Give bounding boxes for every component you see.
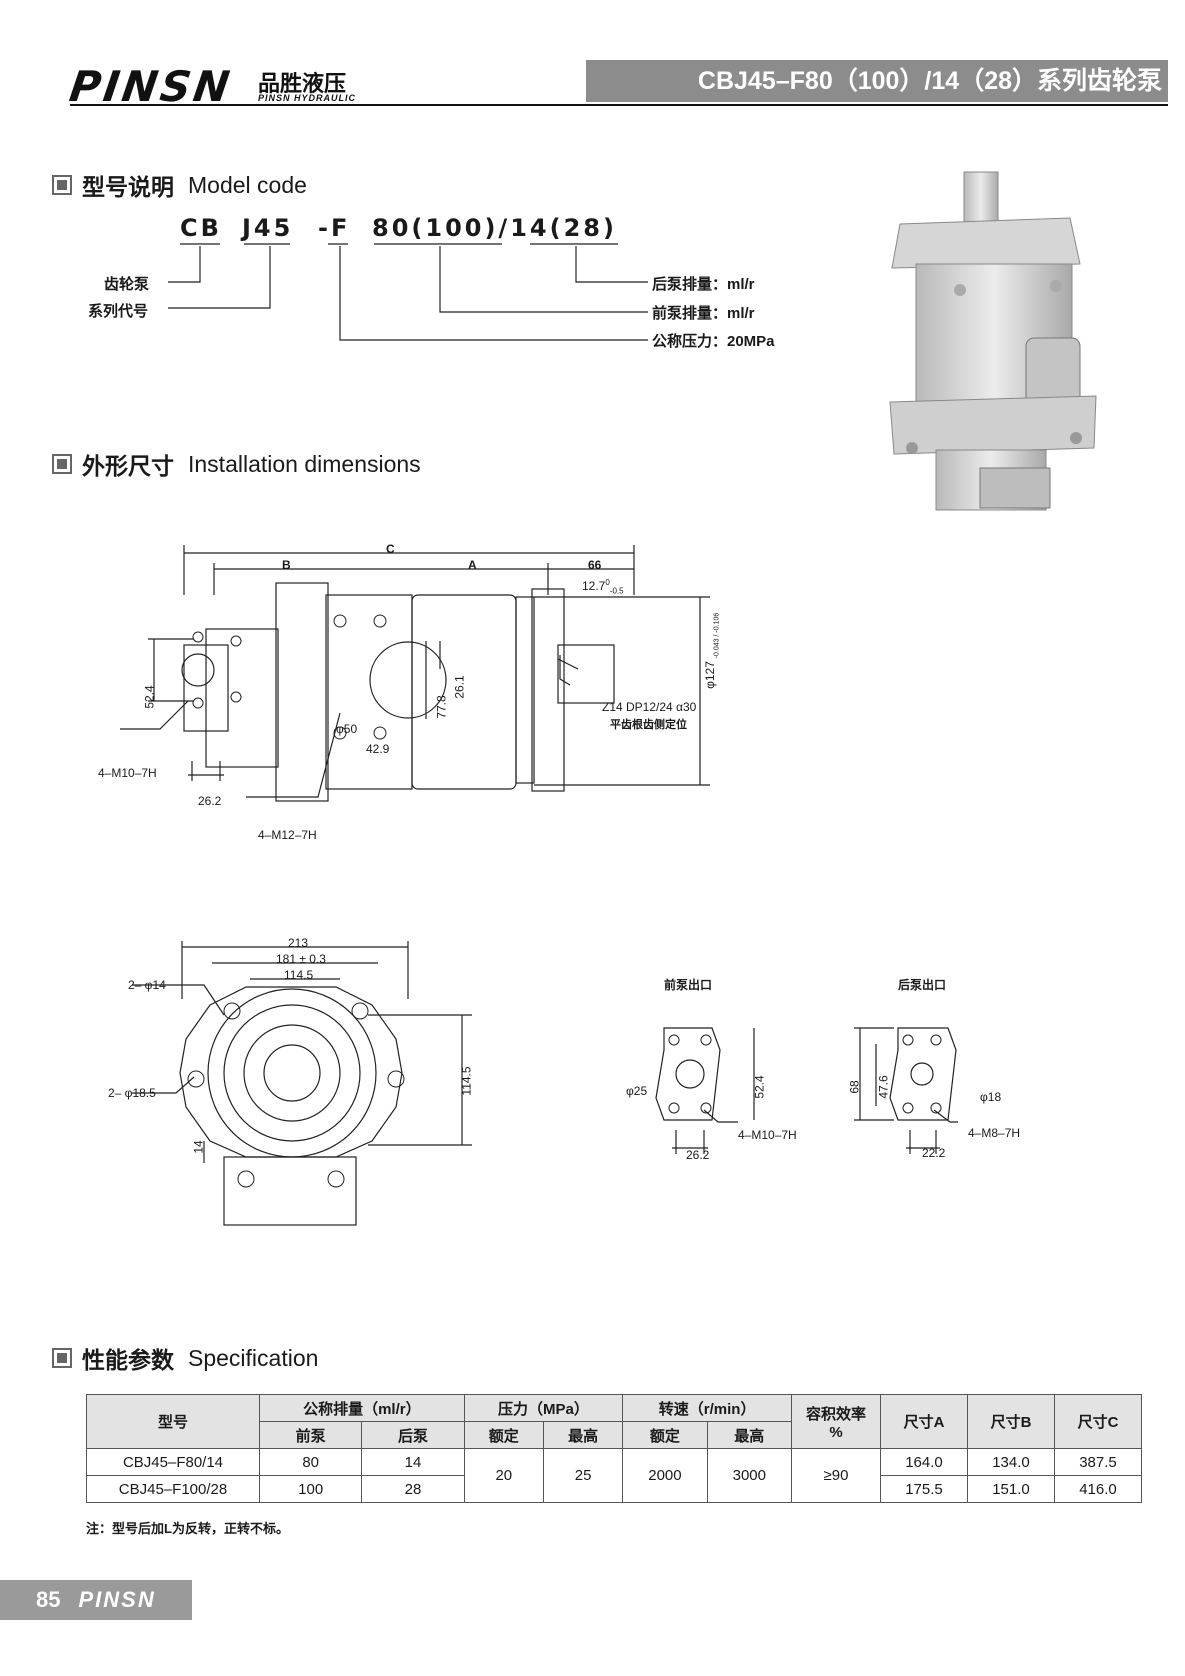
th-pressure: 压力（MPa） [463, 1394, 624, 1422]
code-part-f: -F [318, 214, 351, 242]
code-part-displacement: 80(100)/14(28) [372, 214, 617, 242]
label-2-phi18-5: 2– φ18.5 [108, 1086, 156, 1100]
th-efficiency: 容积效率% [791, 1394, 881, 1449]
efficiency: ≥90 [791, 1448, 881, 1503]
spec-heading: 性能参数 Specification [52, 1341, 318, 1375]
dim-127-tol: -0.043 / -0.106 [713, 612, 721, 659]
th-dim-c: 尺寸C [1054, 1394, 1142, 1449]
front-port-m10: 4–M10–7H [738, 1128, 797, 1142]
front-port-title: 前泵出口 [664, 978, 713, 992]
front-view-drawing [132, 941, 472, 1226]
page-footer: 85 PINSN [0, 1580, 192, 1620]
install-heading: 外形尺寸 Installation dimensions [52, 447, 421, 481]
th-dim-a: 尺寸A [880, 1394, 968, 1449]
label-spline: Z14 DP12/24 α30 [602, 700, 697, 714]
spec-note: 注：型号后加L为反转，正转不标。 [86, 1521, 289, 1536]
th-speed-rated: 额定 [622, 1421, 708, 1449]
dim-114-5-top: 114.5 [284, 968, 314, 982]
th-model: 型号 [86, 1394, 260, 1449]
dim-127: φ127 [702, 661, 717, 689]
dim-114-5-right: 114.5 [459, 1066, 474, 1096]
label-spline-note: 平齿根齿侧定位 [610, 719, 687, 731]
brand-subtitle: PINSN HYDRAULIC [258, 93, 357, 103]
rear-port-title: 后泵出口 [898, 978, 947, 992]
label-rear-displacement: 后泵排量：ml/r [652, 276, 755, 293]
rear-port-m8: 4–M8–7H [968, 1126, 1021, 1140]
code-part-cb: CB [180, 214, 222, 242]
th-rear: 后泵 [361, 1421, 465, 1449]
dim-181: 181 ± 0.3 [276, 952, 326, 966]
model-code-leaders [168, 243, 648, 341]
side-view-drawing [120, 545, 710, 802]
pressure-max: 25 [542, 1448, 624, 1503]
dim-c: C [386, 542, 395, 556]
front-port-d25: φ25 [626, 1084, 648, 1098]
th-speed-max: 最高 [706, 1421, 793, 1449]
pump-photo [889, 171, 1097, 511]
label-m10: 4–M10–7H [98, 766, 157, 780]
section-square-icon [52, 175, 72, 195]
label-front-displacement: 前泵排量：ml/r [652, 305, 755, 322]
dim-b: B [282, 558, 291, 572]
rear-port-d47-6: 47.6 [876, 1075, 891, 1099]
front-port-d52-4: 52.4 [752, 1075, 767, 1099]
rear-port-d18: φ18 [980, 1090, 1002, 1104]
header-rule [70, 104, 1168, 106]
code-part-j45: J45 [242, 214, 294, 242]
speed-rated: 2000 [622, 1448, 708, 1503]
model-code-heading: 型号说明 Model code [52, 168, 307, 202]
page-number: 85 [36, 1587, 61, 1612]
pressure-rated: 20 [463, 1448, 544, 1503]
brand-name-cn: 品胜液压 [258, 71, 347, 96]
dim-50: φ50 [336, 722, 358, 736]
rear-port-d22-2: 22.2 [922, 1146, 946, 1160]
table-row: CBJ45–F80/14 80 14 20 25 2000 3000 ≥90 1… [86, 1448, 1142, 1503]
speed-max: 3000 [706, 1448, 793, 1503]
dim-12-7: 12.70-0.5 [582, 578, 624, 596]
dim-14: 14 [191, 1140, 206, 1154]
section-square-icon [52, 454, 72, 474]
dim-a: A [468, 558, 477, 572]
th-speed: 转速（r/min） [622, 1394, 792, 1422]
label-2-phi14: 2– φ14 [128, 978, 166, 992]
label-pressure: 公称压力：20MPa [652, 333, 775, 350]
footer-brand: PINSN [78, 1587, 156, 1612]
th-press-max: 最高 [542, 1421, 624, 1449]
dim-77-8: 77.8 [434, 695, 449, 719]
table-row: CBJ45–F100/28 100 28 175.5 151.0 416.0 [86, 1475, 1142, 1503]
page-title: CBJ45–F80（100）/14（28）系列齿轮泵 [586, 60, 1168, 102]
section-square-icon [52, 1348, 72, 1368]
th-front: 前泵 [258, 1421, 363, 1449]
dim-66: 66 [588, 558, 602, 572]
dim-26-2: 26.2 [198, 794, 222, 808]
label-series: 系列代号 [88, 303, 149, 320]
spec-table: 型号 公称排量（ml/r） 压力（MPa） 转速（r/min） 容积效率% 尺寸… [86, 1394, 1142, 1503]
th-displacement: 公称排量（ml/r） [259, 1394, 465, 1422]
label-m12: 4–M12–7H [258, 828, 317, 842]
front-port-d26-2: 26.2 [686, 1148, 710, 1162]
dim-213: 213 [288, 936, 309, 950]
rear-port-d68: 68 [847, 1080, 862, 1094]
th-press-rated: 额定 [463, 1421, 544, 1449]
dim-52-4: 52.4 [142, 685, 157, 709]
dim-26-1: 26.1 [452, 675, 467, 699]
dim-42-9: 42.9 [366, 742, 390, 756]
port-drawings [655, 1027, 958, 1154]
label-gear-pump: 齿轮泵 [104, 276, 150, 293]
th-dim-b: 尺寸B [967, 1394, 1055, 1449]
